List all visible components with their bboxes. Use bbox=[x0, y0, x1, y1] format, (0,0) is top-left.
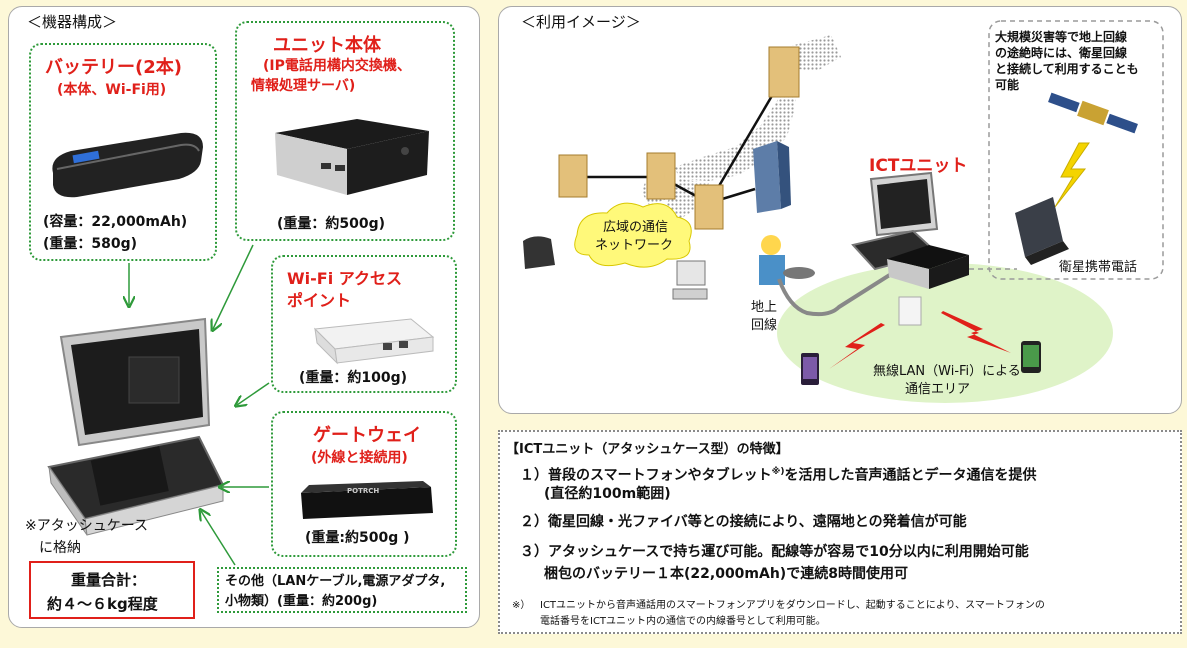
battery-title: バッテリー(2本) bbox=[45, 57, 182, 78]
ict-unit-label: ICTユニット bbox=[869, 156, 968, 176]
wlan-label2: 通信エリア bbox=[905, 382, 971, 397]
total-weight-label: 重量合計： bbox=[71, 571, 147, 589]
gateway-sub: (外線と接続用) bbox=[311, 450, 408, 466]
unit-title: ユニット本体 bbox=[273, 35, 381, 56]
total-weight-value: 約４～６kg程度 bbox=[47, 595, 158, 613]
unit-sub1: (IP電話用構内交換機、 bbox=[263, 58, 411, 74]
feature-2: ２）衛星回線・光ファイバ等との接続により、遠隔地との発着信が可能 bbox=[520, 514, 967, 530]
battery-sub: (本体、Wi-Fi用) bbox=[57, 82, 167, 98]
feature-3-battery: 梱包のバッテリー１本(22,000mAh)で連続8時間使用可 bbox=[544, 566, 908, 582]
unit-box: ユニット本体 (IP電話用構内交換機、 情報処理サーバ) (重量：約500g) bbox=[235, 21, 455, 241]
total-weight-box: 重量合計： 約４～６kg程度 bbox=[29, 561, 195, 619]
wifi-ap-image bbox=[313, 318, 435, 365]
case-note-line2: に格納 bbox=[39, 540, 81, 556]
network-label1: 広域の通信 bbox=[603, 220, 669, 235]
unit-weight: (重量：約500g) bbox=[277, 216, 386, 232]
building-icons bbox=[558, 46, 800, 230]
gateway-box: ゲートウェイ (外線と接続用) POTRCH (重量:約500g ) bbox=[271, 411, 457, 557]
case-note-line1: ※アタッシュケース bbox=[25, 518, 149, 534]
wifi-title2: ポイント bbox=[287, 291, 352, 310]
footnote-mark: ※） bbox=[512, 600, 531, 611]
satellite-note: 大規模災害等で地上回線 の途絶時には、衛星回線 と接続して利用することも 可能 bbox=[995, 29, 1161, 93]
satellite-note-line1: 大規模災害等で地上回線 bbox=[995, 30, 1128, 44]
feature-1: １）普段のスマートフォンやタブレット※)を活用した音声通話とデータ通信を提供 bbox=[520, 462, 1036, 487]
other-items-line1: その他（LANケーブル,電源アダプタ, bbox=[225, 574, 446, 589]
wlan-label1: 無線LAN（Wi-Fi）による bbox=[873, 364, 1021, 379]
flow-arrows bbox=[9, 244, 270, 566]
gateway-title: ゲートウェイ bbox=[313, 425, 421, 446]
satellite-note-line3: と接続して利用することも bbox=[995, 62, 1139, 76]
usage-diagram bbox=[523, 20, 1164, 403]
feature-3: ３）アタッシュケースで持ち運び可能。配線等が容易で10分以内に利用開始可能 bbox=[520, 544, 1029, 560]
satellite-note-line4: 可能 bbox=[995, 78, 1020, 92]
other-items-box: その他（LANケーブル,電源アダプタ, 小物類）(重量：約200g) bbox=[217, 567, 467, 613]
satellite-note-line2: の途絶時には、衛星回線 bbox=[995, 46, 1128, 60]
feature-1-range: (直径約100m範囲) bbox=[544, 486, 671, 502]
footnote-line1: ICTユニットから音声通話用のスマートフォンアプリをダウンロードし、起動すること… bbox=[540, 600, 1045, 611]
network-label2: ネットワーク bbox=[595, 238, 674, 253]
wifi-weight: (重量：約100g) bbox=[299, 370, 408, 386]
feature-1-text-a: １）普段のスマートフォンやタブレット bbox=[520, 467, 772, 484]
ground-line-label1: 地上 bbox=[751, 300, 778, 315]
wifi-title1: Wi-Fi アクセス bbox=[287, 269, 402, 288]
feature-1-mark: ※) bbox=[771, 467, 785, 477]
gateway-brand: POTRCH bbox=[347, 487, 380, 495]
battery-box: バッテリー(2本) (本体、Wi-Fi用) (容量：22,000mAh) (重量… bbox=[29, 43, 217, 261]
features-heading: 【ICTユニット（アタッシュケース型）の特徴】 bbox=[506, 442, 789, 457]
other-items-line2: 小物類）(重量：約200g) bbox=[225, 594, 378, 609]
footnote-line2: 電話番号をICTユニット内の通信での内線番号として利用可能。 bbox=[540, 616, 826, 627]
ground-line-label2: 回線 bbox=[751, 318, 778, 333]
unit-image bbox=[275, 119, 429, 195]
sat-phone-label: 衛星携帯電話 bbox=[1059, 260, 1138, 275]
equipment-panel: ＜機器構成＞ バッテリー(2本) (本体、Wi-Fi用) (容量：22,000m… bbox=[8, 6, 480, 628]
attache-case-image bbox=[47, 317, 225, 536]
features-panel: 【ICTユニット（アタッシュケース型）の特徴】 １）普段のスマートフォンやタブレ… bbox=[498, 430, 1182, 634]
battery-weight: (重量：580g) bbox=[43, 236, 138, 252]
battery-capacity: (容量：22,000mAh) bbox=[43, 214, 188, 230]
usage-panel: ＜利用イメージ＞ bbox=[498, 6, 1182, 414]
gateway-image bbox=[301, 481, 433, 519]
gateway-weight: (重量:約500g ) bbox=[305, 530, 410, 546]
equipment-title: ＜機器構成＞ bbox=[27, 13, 118, 31]
usage-title: ＜利用イメージ＞ bbox=[521, 13, 641, 31]
battery-image bbox=[52, 132, 203, 198]
feature-1-text-b: を活用した音声通話とデータ通信を提供 bbox=[784, 467, 1037, 484]
wifi-box: Wi-Fi アクセス ポイント (重量：約100g) bbox=[271, 255, 457, 393]
unit-sub2: 情報処理サーバ) bbox=[251, 78, 356, 94]
